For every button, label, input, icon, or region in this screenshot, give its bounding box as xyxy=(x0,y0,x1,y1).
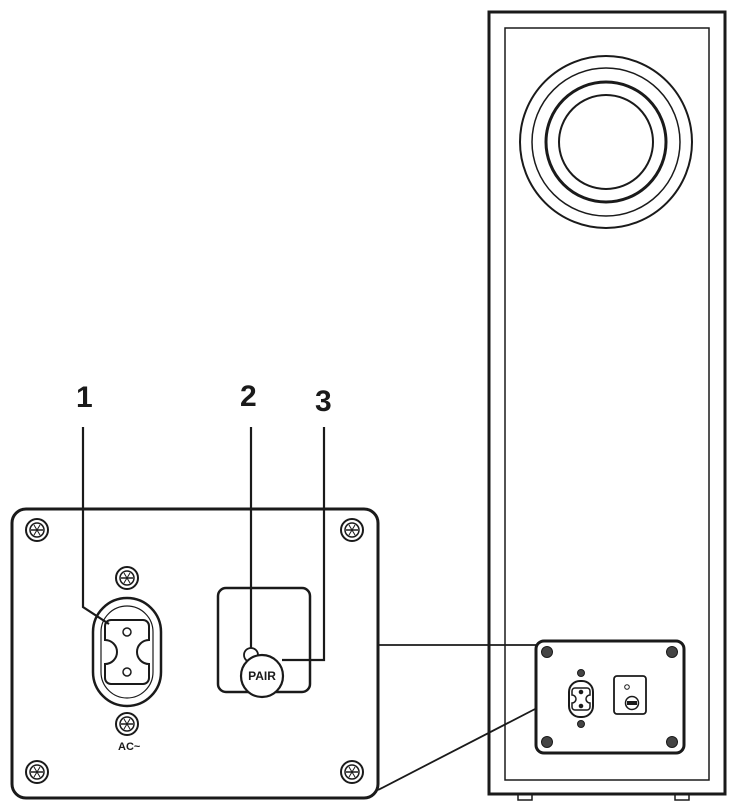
inlet-pin-bottom xyxy=(122,667,132,677)
screw-icon xyxy=(115,566,139,590)
callout-1: 1 xyxy=(76,381,93,414)
woofer-surround-outer xyxy=(519,55,693,229)
small-inlet-screw-top xyxy=(577,669,585,677)
screw-icon xyxy=(115,712,139,736)
screw-icon xyxy=(340,518,364,542)
pair-button-label: PAIR xyxy=(248,669,276,683)
enlarged-panel-body xyxy=(10,507,380,800)
small-screw-br xyxy=(666,736,678,748)
cabinet-foot-right xyxy=(674,793,690,801)
small-led xyxy=(624,684,630,690)
cabinet-foot-left xyxy=(517,793,533,801)
callout-line-1 xyxy=(81,427,110,625)
zoom-connector-lines xyxy=(377,644,538,791)
screw-icon xyxy=(25,760,49,784)
pair-control-box: PAIR xyxy=(216,586,312,699)
cabinet-rear-panel-small xyxy=(534,639,686,755)
enlarged-rear-panel: AC~ PAIR xyxy=(10,507,380,800)
small-screw-tl xyxy=(541,646,553,658)
woofer-cone xyxy=(558,94,654,190)
screw-icon xyxy=(340,760,364,784)
inlet-pin-top xyxy=(122,627,132,637)
small-inlet-screw-bottom xyxy=(577,720,585,728)
callout-3: 3 xyxy=(315,385,332,418)
screw-icon xyxy=(25,518,49,542)
pair-button xyxy=(239,653,285,699)
cabinet-inner-frame xyxy=(504,27,710,781)
small-screw-tr xyxy=(666,646,678,658)
woofer-surround-ring xyxy=(531,67,681,217)
ac-power-inlet xyxy=(91,596,163,708)
callout-2: 2 xyxy=(240,380,257,413)
callout-lines xyxy=(81,427,326,662)
ac-inlet-label: AC~ xyxy=(118,741,141,753)
small-screw-bl xyxy=(541,736,553,748)
woofer-driver xyxy=(519,55,693,229)
woofer-surround-ring-2 xyxy=(544,80,668,204)
callout-line-3 xyxy=(282,427,326,662)
